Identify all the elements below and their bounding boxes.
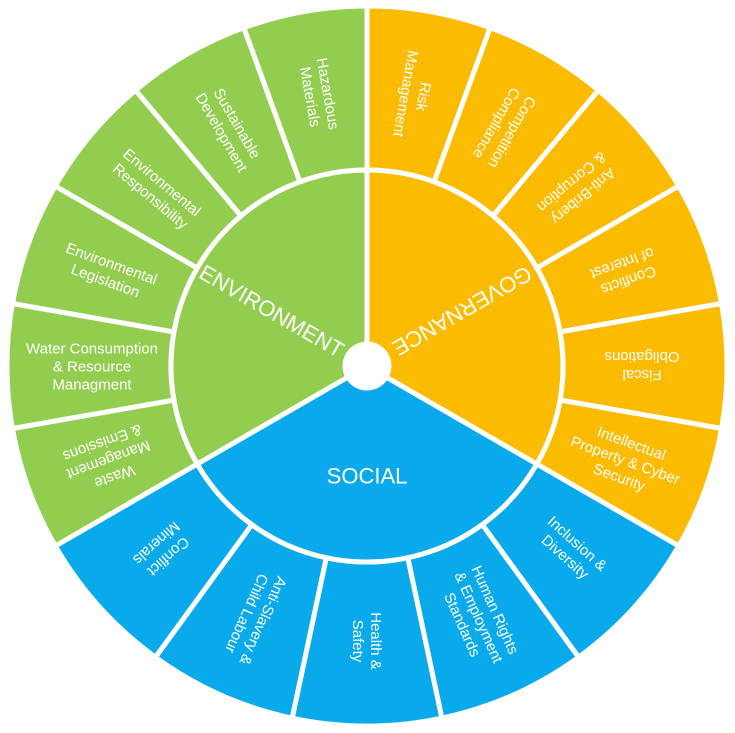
segment-label-fiscal-obligations-line: Obligations (604, 348, 679, 365)
segment-label-health-safety: Health &Safety (349, 612, 384, 670)
category-environment (168, 167, 370, 468)
segment-label-water-consumption-resource-managment-line: Water Consumption (26, 340, 158, 357)
category-label-social-line: SOCIAL (327, 464, 408, 489)
segment-label-health-safety-line: Safety (349, 620, 366, 663)
category-governance (364, 167, 566, 468)
segment-label-fiscal-obligations: FiscalObligations (604, 348, 679, 383)
segment-label-fiscal-obligations-line: Fiscal (622, 366, 661, 383)
center-hub (345, 344, 389, 388)
category-social (193, 373, 541, 565)
segment-label-risk-management-line: Risk (412, 81, 434, 113)
segment-label-water-consumption-resource-managment-line: Managment (52, 376, 132, 393)
category-label-social: SOCIAL (327, 464, 408, 489)
segment-label-water-consumption-resource-managment-line: & Resource (53, 358, 131, 375)
segment-label-health-safety-line: Health & (367, 612, 384, 670)
